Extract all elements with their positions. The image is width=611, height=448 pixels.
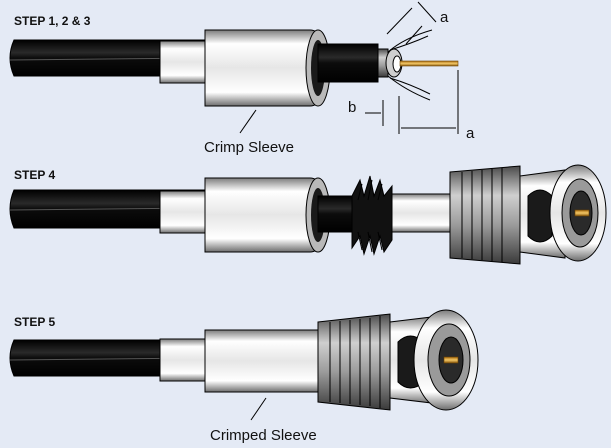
step-5-crimped-sleeve: [159, 329, 321, 393]
dimension-a-label-top: a: [440, 9, 449, 26]
step-5-label: STEP 5: [14, 315, 55, 329]
crimp-sleeve-label: Crimp Sleeve: [204, 139, 294, 156]
crimp-sleeve-leader: [239, 109, 257, 134]
crimped-sleeve-label: Crimped Sleeve: [210, 427, 317, 444]
dimension-b: b: [348, 99, 384, 126]
step-1-braid-strands: [387, 29, 433, 101]
dimension-a-top: a: [386, 1, 449, 45]
crimped-sleeve-leader: [250, 397, 267, 421]
step-1-crimp-sleeve: [159, 29, 331, 107]
step-4-flared-braid: [351, 175, 393, 256]
step-4-crimp-sleeve: [159, 177, 359, 253]
step-1-stripped-cable: [317, 43, 459, 83]
step-4-label: STEP 4: [14, 168, 55, 182]
dimension-a-label-bottom: a: [466, 125, 475, 142]
step-1-2-3-label: STEP 1, 2 & 3: [14, 14, 91, 28]
step-5-bnc-connector: [317, 309, 479, 411]
step-4-bnc-connector: [391, 164, 607, 265]
dimension-b-label: b: [348, 99, 356, 116]
dimension-a-bottom: a: [398, 70, 475, 142]
